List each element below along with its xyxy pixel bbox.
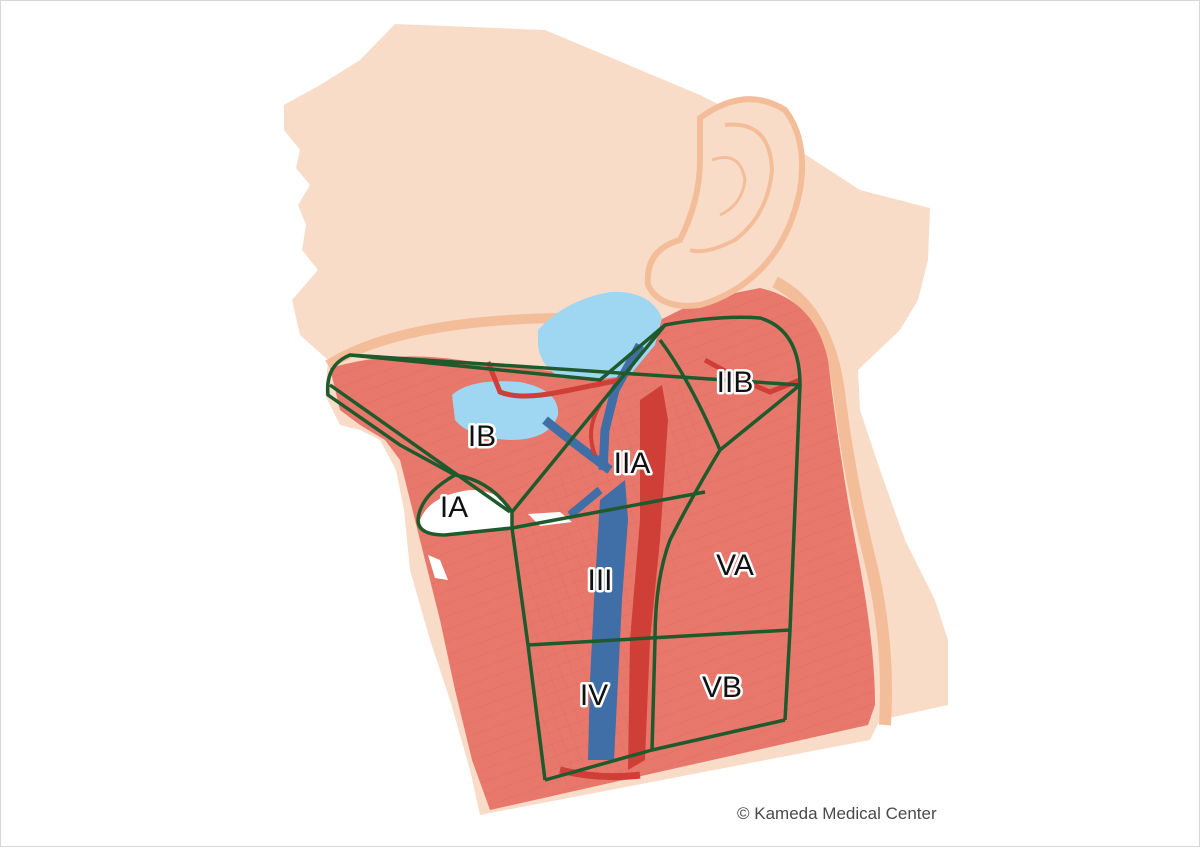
neck-skin-edge	[772, 276, 892, 726]
boundary-level-ii-anterior	[510, 323, 667, 514]
label-level-vb: VB	[702, 671, 742, 704]
boundary-level-ia	[416, 473, 514, 537]
label-level-iii: III	[587, 564, 612, 597]
ear	[644, 96, 806, 309]
boundary-ii-iii	[511, 490, 706, 530]
boundary-level-v-anterior	[650, 449, 722, 751]
ear-inner	[689, 122, 775, 254]
internal-jugular-vein	[588, 480, 628, 760]
thyroid-space	[428, 555, 448, 580]
boundary-submental-diag	[328, 383, 512, 514]
boundary-mandible	[348, 315, 802, 387]
label-level-ia: IA	[440, 491, 468, 524]
label-level-iia: IIA	[614, 447, 651, 480]
boundary-clavicle	[544, 718, 786, 782]
label-level-ib: IB	[468, 420, 496, 453]
label-level-iib: IIB	[717, 366, 754, 399]
level-ia-space	[420, 490, 512, 535]
vein-branch	[567, 486, 603, 519]
facial-artery	[485, 361, 621, 399]
label-level-va: VA	[716, 549, 754, 582]
copyright-notice: © Kameda Medical Center	[737, 804, 937, 823]
boundary-iii-iv	[527, 628, 791, 647]
jugular-upper-vein	[598, 342, 644, 471]
boundary-submental-top	[325, 353, 456, 477]
label-level-iv: IV	[580, 679, 608, 712]
ear-inner-fold	[711, 156, 747, 217]
common-carotid-artery	[628, 385, 668, 770]
level-boundaries	[325, 315, 802, 782]
boundary-iia-iib	[658, 338, 802, 452]
